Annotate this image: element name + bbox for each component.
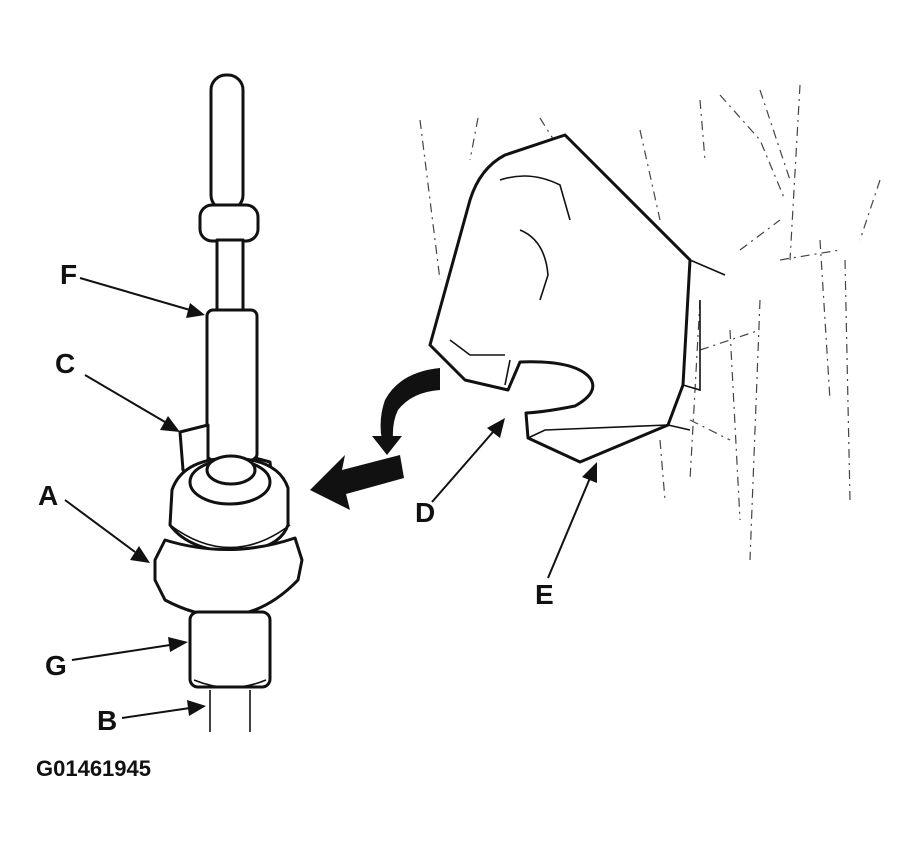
label-a: A [38,480,58,511]
callout-labels: F C A G B D E [38,259,554,736]
label-c: C [55,348,75,379]
label-d: D [415,497,435,528]
leader-lines [64,277,597,719]
label-f: F [60,259,77,290]
figure-id: G01461945 [36,756,151,781]
direction-arrow [310,455,404,510]
label-b: B [97,705,117,736]
bracket-e [428,133,726,464]
cable-assembly [153,73,304,732]
rotation-arrow [372,368,440,455]
label-g: G [45,650,67,681]
label-e: E [535,579,554,610]
